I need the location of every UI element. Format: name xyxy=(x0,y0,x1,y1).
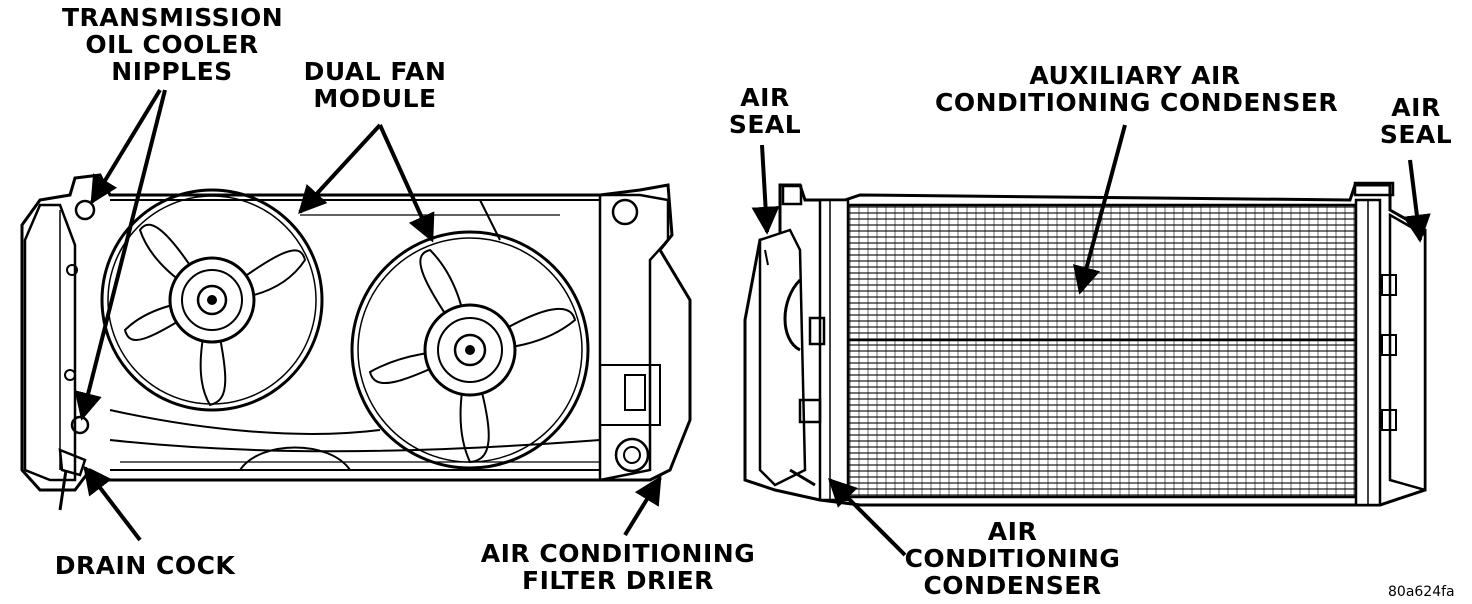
label-transmission-oil-cooler-nipples: TRANSMISSION OIL COOLER NIPPLES xyxy=(62,3,284,86)
label-air-conditioning-condenser: AIR CONDITIONING CONDENSER xyxy=(904,517,1121,600)
arrow-trans-cooler-upper xyxy=(90,88,162,205)
arrow-dual-fan-right xyxy=(378,124,435,243)
label-drain-cock: DRAIN COCK xyxy=(54,551,236,580)
figure-code: 80a624fa xyxy=(1388,584,1455,600)
arrow-air-seal-right xyxy=(1402,159,1431,243)
label-air-seal-left: AIR SEAL xyxy=(728,83,802,139)
condenser-assembly xyxy=(743,181,1427,507)
arrow-dual-fan-left xyxy=(298,123,382,215)
arrow-filter-drier xyxy=(623,475,662,537)
arrow-aux-condenser xyxy=(1073,124,1127,295)
label-auxiliary-air-conditioning-condenser: AUXILIARY AIR CONDITIONING CONDENSER xyxy=(935,61,1339,117)
arrow-trans-cooler-lower xyxy=(74,89,167,421)
label-dual-fan-module: DUAL FAN MODULE xyxy=(303,57,447,113)
arrow-ac-condenser xyxy=(828,478,907,557)
leader-lines xyxy=(74,88,1431,557)
arrow-drain-cock xyxy=(83,465,142,542)
arrow-air-seal-left xyxy=(751,144,780,235)
label-air-conditioning-filter-drier: AIR CONDITIONING FILTER DRIER xyxy=(480,539,756,595)
radiator-fan-assembly xyxy=(20,173,692,511)
label-air-seal-right: AIR SEAL xyxy=(1379,93,1453,149)
